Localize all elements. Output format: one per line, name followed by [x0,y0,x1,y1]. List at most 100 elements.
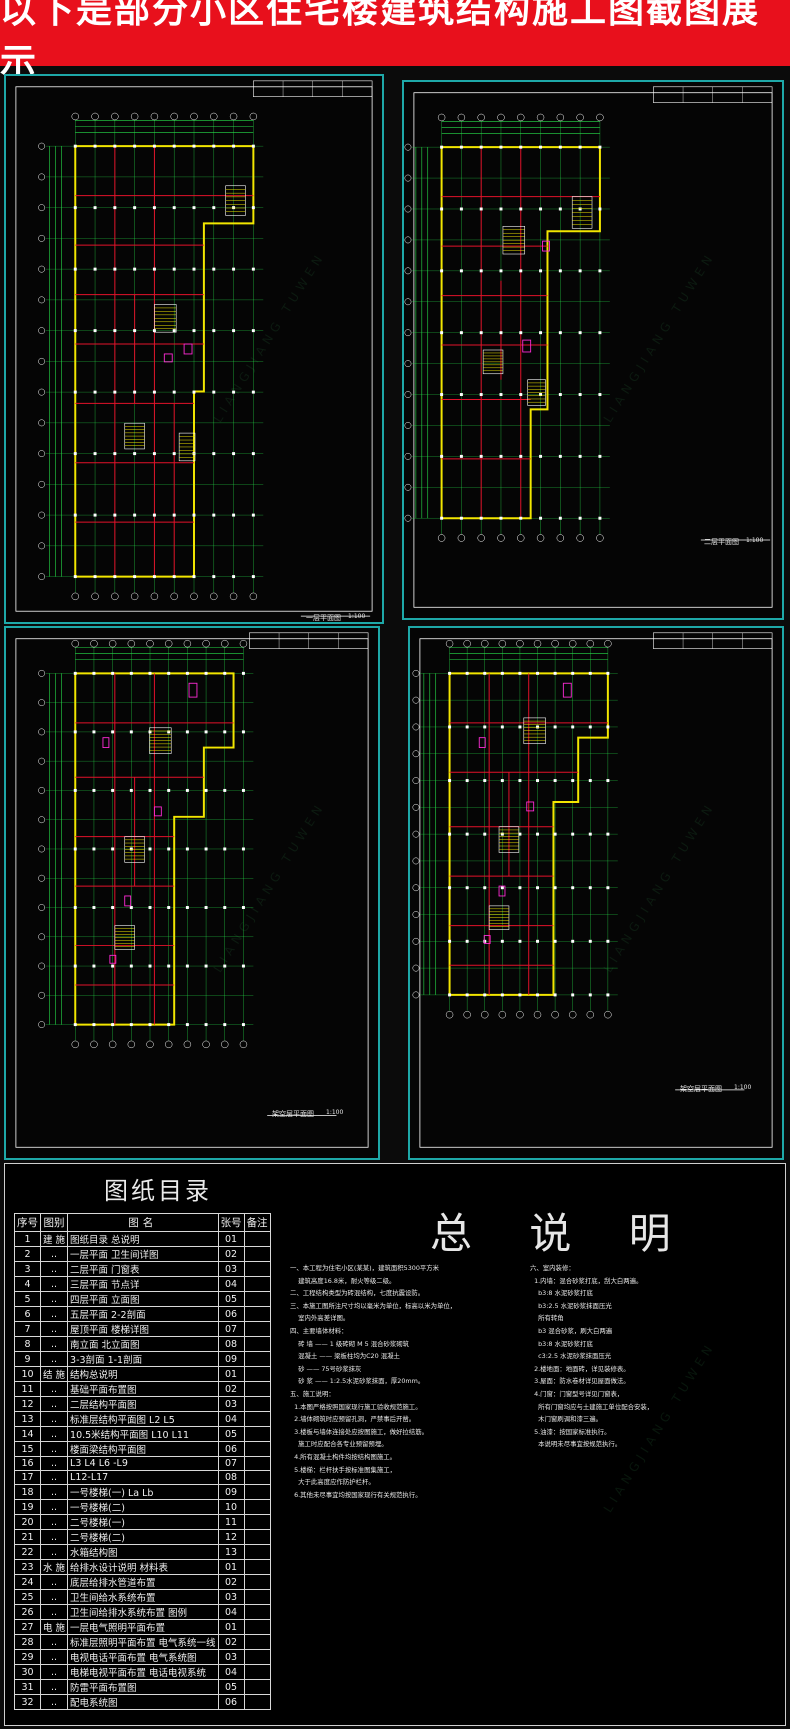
floor-plan-sheet-4[interactable]: 架空层平面图 1:100 [408,626,784,1160]
axis-bubble [556,113,565,122]
column-mark [133,513,137,517]
column-mark [204,964,208,968]
column-mark [129,730,133,734]
col-header-category: 图别 [39,1213,69,1232]
row-category: .. [39,1679,69,1696]
axis-bubble [457,534,466,542]
row-remark [243,1664,271,1681]
fixture [542,240,550,252]
column-mark [459,269,463,273]
column-mark [518,886,522,890]
column-mark [518,993,522,997]
column-mark [185,788,189,792]
column-mark [518,939,522,943]
column-mark [223,964,227,968]
fixture [124,895,132,907]
column-mark [129,906,133,909]
column-mark [448,993,452,997]
axis-bubble [481,1010,489,1019]
column-mark [73,575,77,579]
axis-bubble [229,592,238,601]
row-remark [243,1246,271,1262]
column-mark [148,964,152,968]
column-mark [465,993,469,997]
column-mark [93,144,97,148]
column-mark [73,329,77,333]
row-name: 二号楼梯(二) [67,1529,219,1546]
row-category: .. [39,1470,69,1486]
sheet-1-caption: 一层平面图 [306,614,341,622]
column-mark [598,207,602,211]
column-mark [483,832,487,836]
row-category: .. [39,1634,69,1651]
column-mark [536,886,540,890]
row-category: .. [39,1381,69,1397]
column-mark [92,906,96,909]
fixture [102,737,110,749]
column-mark [212,206,216,210]
column-mark [571,886,575,890]
row-category: .. [39,1426,69,1442]
column-mark [204,847,208,851]
fixture [163,353,173,363]
column-mark [251,390,255,394]
column-mark [500,779,504,783]
column-mark [172,452,176,456]
column-mark [251,513,255,517]
column-mark [111,671,115,675]
row-remark [243,1276,271,1292]
sheet-3-caption: 架空层平面图 [272,1110,314,1118]
row-category: .. [39,1276,69,1292]
row-category: 电 施 [39,1619,69,1636]
column-mark [133,144,137,148]
axis-bubble [38,757,46,765]
row-number: 31 [14,1679,41,1696]
axis-bubble [38,173,46,181]
floor-plan-sheet-3[interactable]: 架空层平面图 1:100 [4,626,380,1160]
row-category: .. [39,1396,69,1412]
row-number: 12 [14,1396,41,1412]
column-mark [606,725,610,729]
axis-bubble [190,592,198,601]
axis-bubble [516,1010,524,1019]
column-mark [192,329,196,333]
column-mark [212,575,216,579]
axis-bubble [38,388,46,396]
column-mark [192,206,196,210]
row-name: 给排水设计说明 材料表 [67,1559,219,1576]
floor-plan-sheet-1[interactable]: 一层平面图 1:100 [4,74,384,624]
column-mark [111,788,115,792]
column-mark [93,513,97,517]
column-mark [93,390,97,394]
column-mark [598,269,602,273]
column-mark [93,575,97,579]
floor-plan-sheet-2[interactable]: 二层平面图 1:100 [402,80,784,620]
column-mark [606,671,610,675]
row-name: 一号楼梯(二) [67,1499,219,1516]
column-mark [500,993,504,997]
column-mark [553,725,557,729]
column-mark [500,832,504,836]
axis-bubble [404,205,412,213]
column-mark [465,939,469,943]
axis-bubble [536,534,545,542]
column-mark [212,390,216,394]
column-mark [558,331,562,335]
column-mark [113,452,117,456]
row-remark [243,1306,271,1322]
axis-bubble [249,592,258,601]
axis-bubble [404,452,412,460]
column-mark [483,725,487,729]
column-mark [479,393,483,397]
row-number: 10 [14,1366,41,1382]
column-mark [519,269,523,273]
column-mark [483,886,487,890]
row-name: 3-3剖面 1-1剖面 [67,1351,219,1367]
title-block [253,80,373,97]
row-number: 5 [14,1291,41,1307]
axis-bubble [596,534,604,542]
